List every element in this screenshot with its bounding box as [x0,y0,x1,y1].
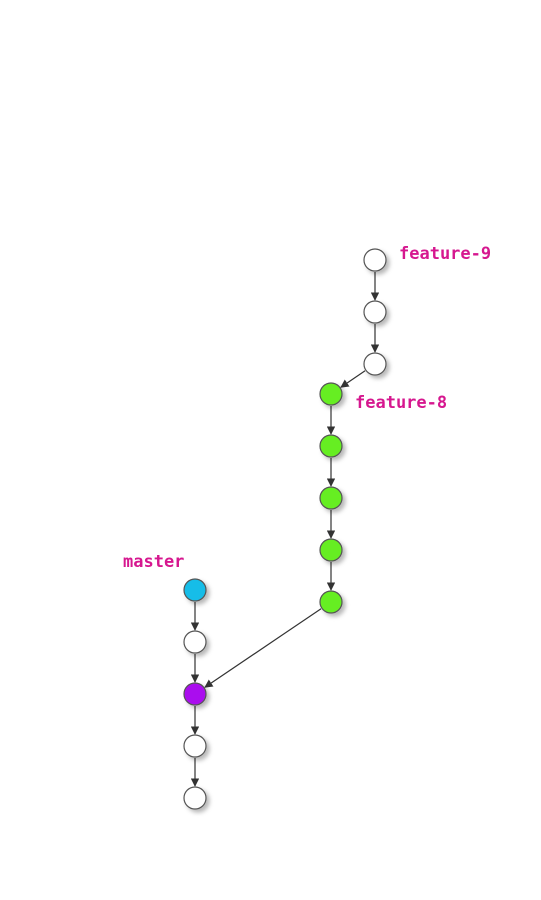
commit-node-f8-4[interactable] [319,538,343,562]
commit-node-f8-1[interactable] [319,382,343,406]
commit-node-f9-2[interactable] [363,300,387,324]
edge-f9-3-to-f8-1 [340,370,366,388]
commit-node-m-2[interactable] [183,630,207,654]
edge-f8-5-to-m-3 [204,608,322,688]
commit-node-m-1[interactable] [183,578,207,602]
commit-node-m-5[interactable] [183,786,207,810]
nodes-layer [183,248,387,810]
commit-node-f8-3[interactable] [319,486,343,510]
branch-label-master: master [123,552,184,572]
commit-node-f9-3[interactable] [363,352,387,376]
branch-label-feature-9: feature-9 [399,244,491,264]
edges-layer [190,272,380,787]
commit-node-m-3[interactable] [183,682,207,706]
commit-node-f8-2[interactable] [319,434,343,458]
branch-label-feature-8: feature-8 [355,393,447,413]
commit-node-m-4[interactable] [183,734,207,758]
commit-node-f8-5[interactable] [319,590,343,614]
commit-node-f9-1[interactable] [363,248,387,272]
